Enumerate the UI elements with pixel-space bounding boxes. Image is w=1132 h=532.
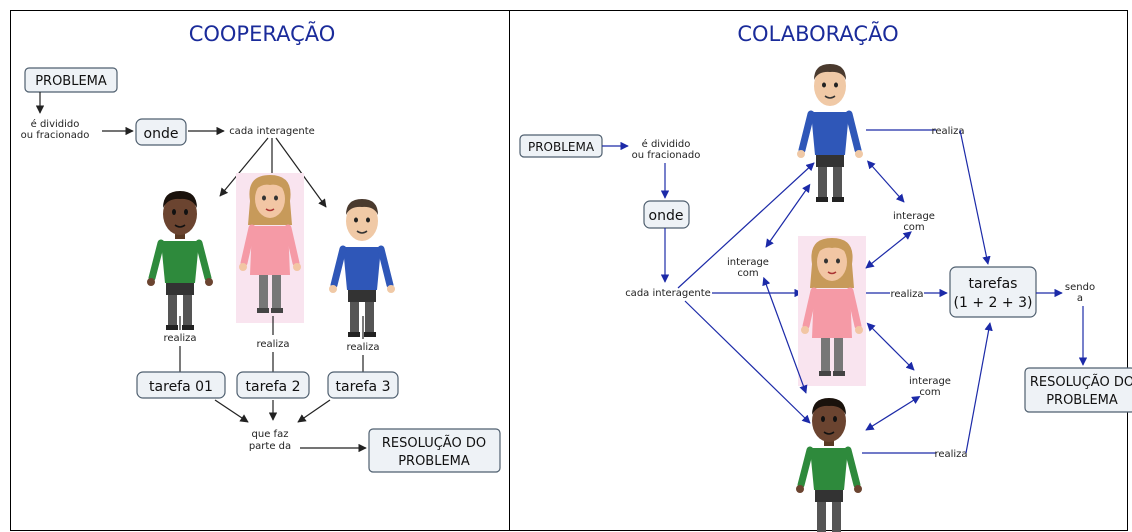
colab-arrow-realiza-top <box>959 129 991 265</box>
coop-que-faz-line2: parte da <box>249 441 291 452</box>
colab-interage-rt-1: interage <box>893 211 935 222</box>
coop-dividido-line2: ou fracionado <box>21 130 90 141</box>
colab-onde-label: onde <box>649 208 684 224</box>
coop-dividido-line1: é dividido <box>31 118 80 130</box>
colab-avatar-woman <box>798 236 866 386</box>
coop-tarefa-3-box <box>327 371 399 399</box>
coop-avatar-dark <box>147 191 213 330</box>
colab-tarefas-box <box>949 266 1037 318</box>
colab-arrow-interage-rb-a <box>866 322 915 371</box>
coop-resolucao-line2: PROBLEMA <box>398 454 470 469</box>
coop-arrow-cada-3 <box>275 137 327 208</box>
colab-interage-left-1: interage <box>727 257 769 268</box>
colab-realiza-mid: realiza <box>890 289 923 300</box>
colab-arrow-cada-bottom <box>684 300 811 424</box>
colab-arrow-interage-rt-a <box>866 160 905 203</box>
coop-que-faz-line1: que faz <box>252 429 289 440</box>
colab-interage-left-2: com <box>737 268 758 279</box>
coop-arrow-tarefa-1 <box>214 399 249 423</box>
colab-avatar-dark <box>796 398 862 532</box>
coop-onde-box <box>135 118 187 146</box>
colab-resolucao-line1: RESOLUÇÃO DO <box>1030 374 1132 390</box>
colab-tarefas-line2: (1 + 2 + 3) <box>954 295 1033 311</box>
colab-arrow-interage-left-bottom <box>762 276 808 394</box>
colaboracao-title: COLABORAÇÃO <box>737 20 898 46</box>
coop-tarefa-2-label: tarefa 2 <box>246 379 301 395</box>
colab-interage-rb-2: com <box>919 387 940 398</box>
colab-onde-box <box>643 200 690 229</box>
coop-onde-label: onde <box>144 126 179 142</box>
coop-tarefa-3-label: tarefa 3 <box>336 379 391 395</box>
coop-tarefa-1-box <box>136 371 226 399</box>
colab-avatar-man <box>797 64 863 202</box>
colab-cada-interagente: cada interagente <box>625 288 711 299</box>
coop-resolucao-line1: RESOLUÇÃO DO <box>382 435 486 451</box>
colab-tarefas-line1: tarefas <box>969 276 1018 292</box>
colab-realiza-top: realiza <box>931 126 964 137</box>
coop-realiza-2: realiza <box>256 339 289 350</box>
colab-arrow-realiza-bottom <box>965 322 993 454</box>
coop-realiza-3: realiza <box>346 342 379 353</box>
coop-cada-interagente: cada interagente <box>229 126 315 137</box>
cooperacao-title: COOPERAÇÃO <box>189 20 336 46</box>
coop-arrow-cada-1 <box>219 137 269 197</box>
coop-tarefa-1-label: tarefa 01 <box>149 379 213 395</box>
coop-problema-label: PROBLEMA <box>35 74 107 89</box>
colab-dividido-line1: é dividido <box>642 138 691 150</box>
colab-sendo-line1: sendo <box>1065 282 1095 293</box>
coop-resolucao-box <box>368 428 501 473</box>
colab-arrow-interage-rt-b <box>865 231 912 269</box>
coop-avatar-woman <box>236 173 304 323</box>
colab-arrow-interage-rb-b <box>865 395 921 431</box>
colab-dividido-line2: ou fracionado <box>632 150 701 161</box>
colab-resolucao-box <box>1024 367 1132 413</box>
coop-avatar-man <box>329 199 395 337</box>
colab-sendo-line2: a <box>1077 293 1083 304</box>
coop-tarefa-2-box <box>236 371 310 399</box>
coop-arrow-tarefa-3 <box>297 399 331 423</box>
colab-interage-rt-2: com <box>903 222 924 233</box>
colab-arrow-interage-left-top <box>765 183 811 248</box>
colab-resolucao-line2: PROBLEMA <box>1046 393 1118 408</box>
coop-problema-box <box>24 67 118 93</box>
coop-realiza-1: realiza <box>163 333 196 344</box>
colab-problema-label: PROBLEMA <box>528 140 595 154</box>
colab-realiza-bottom: realiza <box>934 449 967 460</box>
colab-interage-rb-1: interage <box>909 376 951 387</box>
